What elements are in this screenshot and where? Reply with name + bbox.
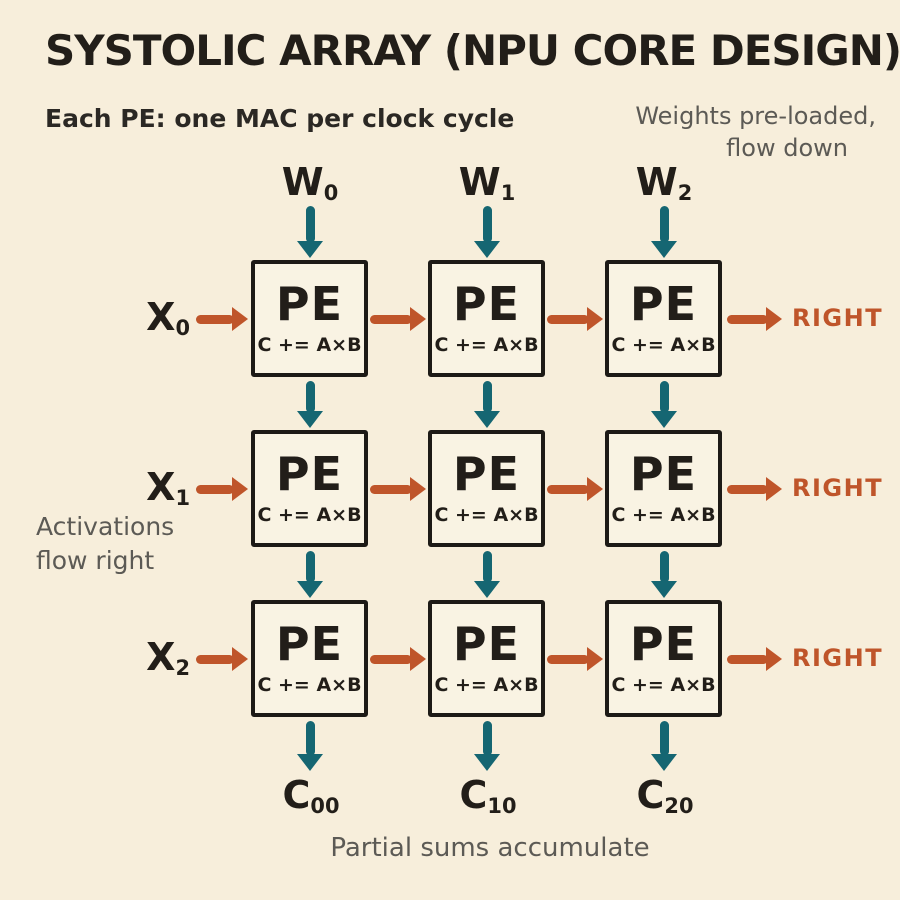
output-label-c00: C00	[283, 773, 340, 818]
activation-label-x2-sub: 2	[175, 656, 190, 681]
pe-cell-r0c1: PE C += A×B	[428, 260, 545, 377]
pe-formula: C += A×B	[434, 504, 539, 526]
weights-note: Weights pre-loaded, flow down	[635, 100, 876, 165]
activation-label-x0-sub: 0	[175, 316, 190, 341]
activation-flow-arrow-icon	[370, 307, 426, 331]
activation-flow-arrow-icon	[196, 307, 248, 331]
right-exit-label: RIGHT	[792, 304, 884, 332]
activation-label-x2-base: X	[146, 635, 176, 679]
activation-flow-arrow-icon	[727, 477, 782, 501]
pe-cell-r2c2: PE C += A×B	[605, 600, 722, 717]
diagram-title: SYSTOLIC ARRAY (NPU CORE DESIGN)	[45, 26, 900, 75]
weight-label-w2: W2	[636, 160, 692, 205]
weight-flow-arrow-icon	[297, 551, 323, 598]
weight-label-w1-sub: 1	[500, 181, 516, 206]
activation-label-x1-sub: 1	[175, 486, 190, 511]
pe-label: PE	[629, 447, 698, 501]
weight-flow-arrow-icon	[651, 551, 677, 598]
output-label-c00-base: C	[282, 773, 311, 817]
weights-note-line2: flow down	[726, 134, 848, 163]
activation-flow-arrow-icon	[370, 477, 426, 501]
output-label-c10: C10	[460, 773, 517, 818]
pe-formula: C += A×B	[257, 674, 362, 696]
weight-label-w1-base: W	[458, 160, 501, 204]
partial-sums-note: Partial sums accumulate	[330, 833, 650, 863]
subtitle-mac-per-cycle: Each PE: one MAC per clock cycle	[45, 104, 515, 133]
activation-flow-arrow-icon	[196, 647, 248, 671]
right-exit-label: RIGHT	[792, 474, 884, 502]
pe-label: PE	[275, 617, 344, 671]
pe-formula: C += A×B	[611, 504, 716, 526]
pe-formula: C += A×B	[434, 674, 539, 696]
weight-flow-arrow-icon	[297, 381, 323, 428]
activations-note-line2: flow right	[36, 545, 155, 575]
activation-label-x0-base: X	[146, 295, 176, 339]
activation-flow-arrow-icon	[196, 477, 248, 501]
activations-note-line1: Activations	[36, 512, 175, 541]
output-flow-arrow-icon	[651, 721, 677, 771]
weight-flow-arrow-icon	[651, 381, 677, 428]
pe-formula: C += A×B	[434, 334, 539, 356]
pe-cell-r1c1: PE C += A×B	[428, 430, 545, 547]
pe-label: PE	[452, 447, 521, 501]
pe-label: PE	[629, 617, 698, 671]
pe-cell-r1c2: PE C += A×B	[605, 430, 722, 547]
activation-flow-arrow-icon	[370, 647, 426, 671]
pe-cell-r2c1: PE C += A×B	[428, 600, 545, 717]
pe-formula: C += A×B	[611, 334, 716, 356]
pe-cell-r0c2: PE C += A×B	[605, 260, 722, 377]
activation-flow-arrow-icon	[547, 647, 603, 671]
pe-label: PE	[452, 617, 521, 671]
weight-label-w2-base: W	[635, 160, 678, 204]
weight-label-w1: W1	[459, 160, 515, 205]
pe-formula: C += A×B	[257, 504, 362, 526]
pe-formula: C += A×B	[611, 674, 716, 696]
pe-label: PE	[275, 447, 344, 501]
weight-flow-arrow-icon	[651, 206, 677, 258]
weight-flow-arrow-icon	[297, 206, 323, 258]
output-label-c10-base: C	[459, 773, 488, 817]
right-exit-label: RIGHT	[792, 644, 884, 672]
pe-cell-r1c0: PE C += A×B	[251, 430, 368, 547]
output-label-c20: C20	[637, 773, 694, 818]
pe-cell-r2c0: PE C += A×B	[251, 600, 368, 717]
activation-label-x0: X0	[70, 295, 190, 340]
weight-label-w2-sub: 2	[677, 181, 693, 206]
weight-flow-arrow-icon	[474, 206, 500, 258]
activation-flow-arrow-icon	[547, 307, 603, 331]
activation-label-x1: X1	[70, 465, 190, 510]
weight-label-w0-sub: 0	[323, 181, 339, 206]
pe-label: PE	[452, 277, 521, 331]
weight-label-w0-base: W	[281, 160, 324, 204]
output-flow-arrow-icon	[474, 721, 500, 771]
output-label-c00-sub: 00	[310, 794, 340, 819]
pe-cell-r0c0: PE C += A×B	[251, 260, 368, 377]
output-label-c20-sub: 20	[664, 794, 694, 819]
pe-label: PE	[629, 277, 698, 331]
pe-formula: C += A×B	[257, 334, 362, 356]
output-label-c20-base: C	[636, 773, 665, 817]
weight-label-w0: W0	[282, 160, 338, 205]
weight-flow-arrow-icon	[474, 551, 500, 598]
weight-flow-arrow-icon	[474, 381, 500, 428]
activation-flow-arrow-icon	[727, 647, 782, 671]
pe-label: PE	[275, 277, 344, 331]
activation-label-x2: X2	[70, 635, 190, 680]
weights-note-line1: Weights pre-loaded,	[635, 102, 876, 130]
activations-note: Activations flow right	[36, 510, 174, 578]
activation-label-x1-base: X	[146, 465, 176, 509]
output-label-c10-sub: 10	[487, 794, 517, 819]
activation-flow-arrow-icon	[727, 307, 782, 331]
activation-flow-arrow-icon	[547, 477, 603, 501]
output-flow-arrow-icon	[297, 721, 323, 771]
